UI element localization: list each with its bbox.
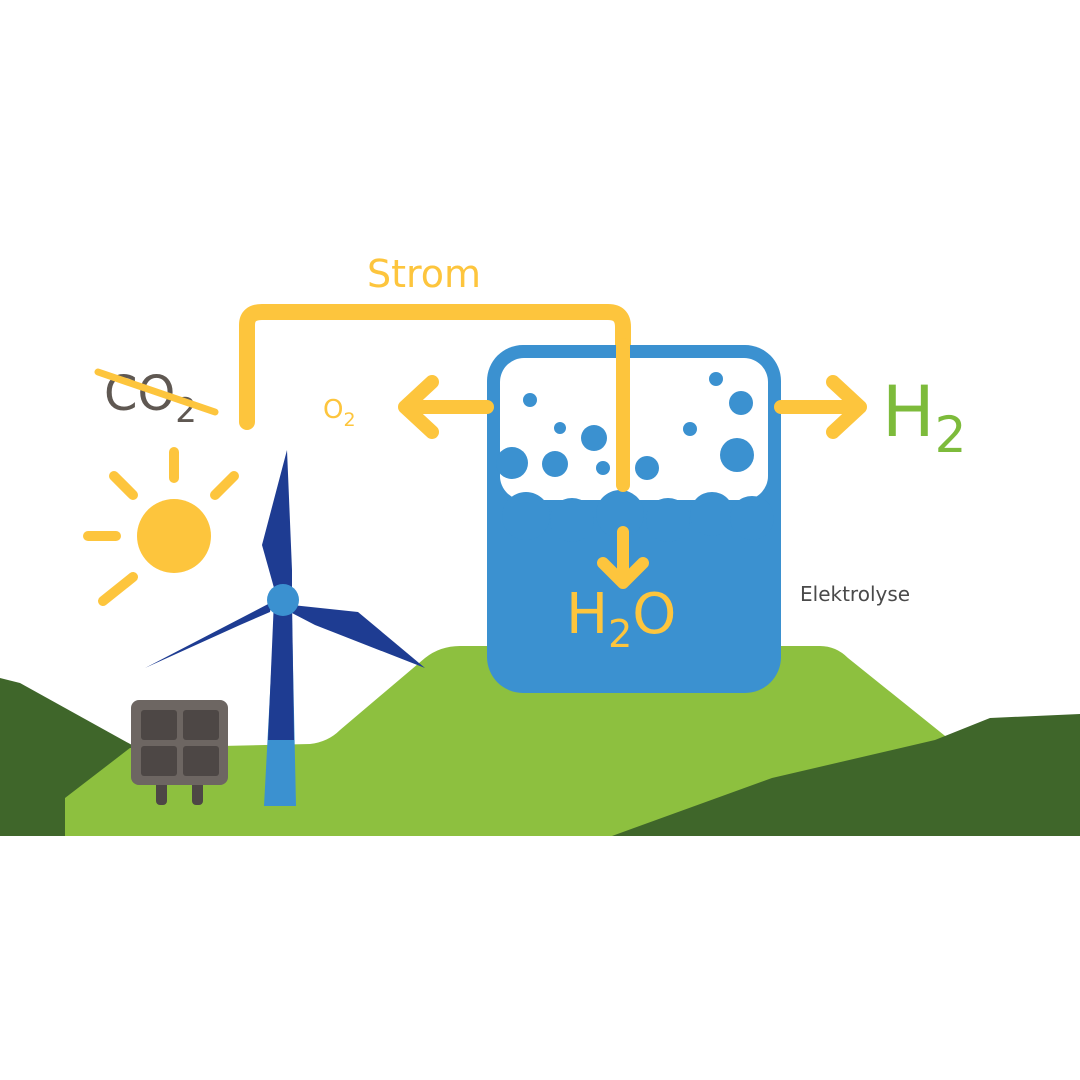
solar-panel-leg-right [192, 780, 203, 805]
turbine-blade-right [290, 605, 425, 668]
sun-rays [83, 447, 239, 606]
electrolysis-tank-icon: H2O [487, 338, 781, 693]
elektrolyse-label: Elektrolyse [800, 582, 910, 606]
water-surface [500, 490, 774, 670]
wind-turbine-icon [145, 450, 425, 806]
sun-disc [137, 499, 211, 573]
arrow-down-icon [597, 526, 649, 589]
sun-icon [83, 447, 239, 606]
turbine-blade-up [262, 450, 292, 595]
turbine-tower-top [268, 600, 294, 740]
arrow-left-icon [398, 375, 494, 439]
strom-label: Strom [367, 252, 481, 296]
co2-strike [94, 368, 219, 416]
o2-label: O2 [323, 395, 356, 431]
power-line [239, 304, 631, 493]
tank-gas-space [500, 358, 768, 500]
turbine-hub [267, 584, 299, 616]
h2-label: H2 [882, 371, 966, 464]
bubbles [496, 372, 754, 480]
turbine-blade-left [145, 602, 272, 668]
arrow-right-icon [774, 375, 867, 439]
dark-hill-right [612, 714, 1080, 836]
h2o-label: H2O [566, 582, 676, 656]
solar-panel-cells [141, 710, 219, 776]
co2-crossed-out: CO2 [94, 366, 219, 431]
solar-panel-leg-left [156, 780, 167, 805]
landscape [0, 646, 1080, 836]
solar-panel-icon [131, 700, 228, 805]
